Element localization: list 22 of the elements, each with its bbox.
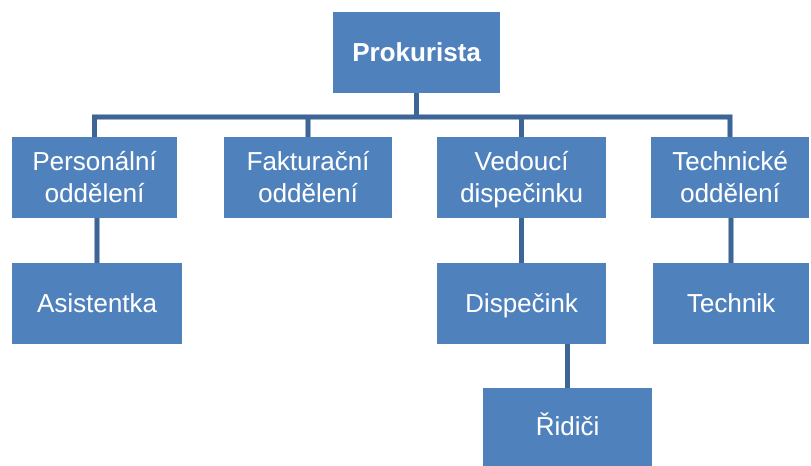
org-box [12, 137, 177, 218]
box-label: Prokurista [352, 36, 481, 68]
box-label: Dispečink [465, 288, 578, 320]
org-box [333, 12, 500, 93]
org-box [483, 388, 652, 466]
org-box [224, 137, 392, 218]
org-box [651, 137, 809, 218]
connector-line [519, 218, 524, 263]
box-label: Vedoucí dispečinku [459, 146, 584, 209]
box-label: Technik [686, 288, 776, 320]
box-label: Asistentka [37, 288, 157, 320]
connector-line [728, 218, 734, 263]
box-label: Personální oddělení [31, 146, 158, 209]
org-box [653, 263, 809, 344]
org-box [12, 263, 182, 344]
org-box [437, 137, 606, 218]
box-label: Technické oddělení [671, 146, 789, 209]
box-label: Fakturační oddělení [246, 146, 370, 209]
org-box [437, 263, 606, 344]
box-label: Řidiči [536, 411, 600, 443]
connector-line [94, 218, 100, 263]
connector-line [565, 344, 570, 388]
